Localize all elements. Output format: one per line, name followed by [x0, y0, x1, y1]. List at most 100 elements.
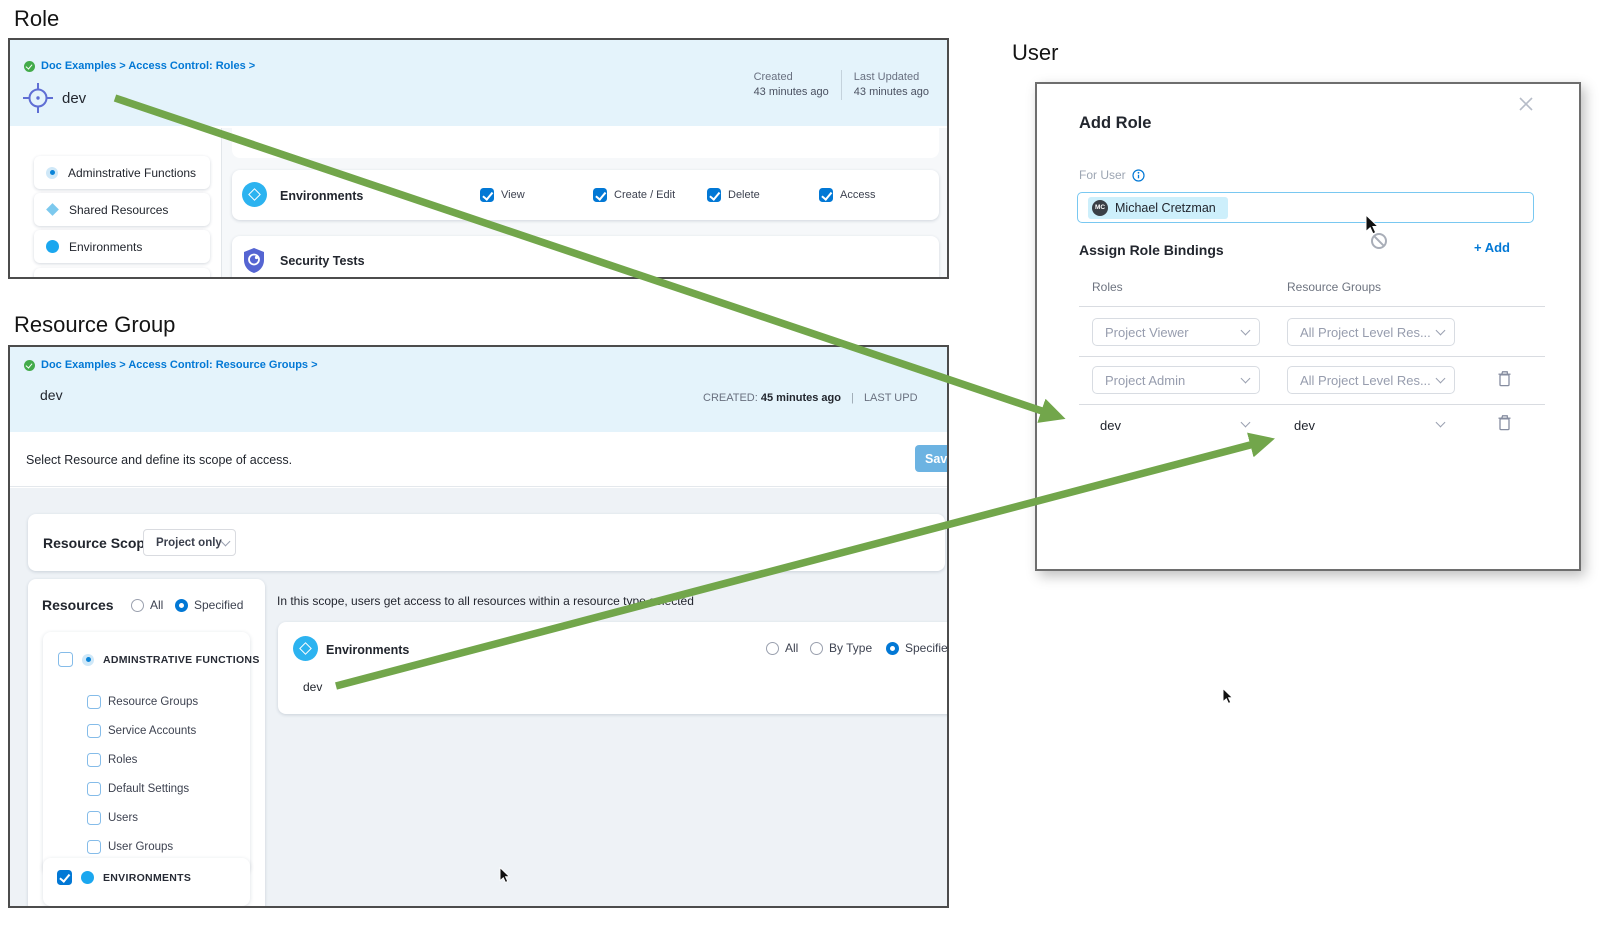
- resource-scope-dropdown[interactable]: Project only: [143, 529, 236, 556]
- sidebar-item-environments[interactable]: Environments: [34, 230, 210, 263]
- role-title: dev: [62, 90, 87, 107]
- role-section-title: Role: [14, 6, 60, 31]
- scope-radio-by-type[interactable]: By Type: [810, 641, 872, 655]
- for-user-row: For User: [1079, 168, 1145, 182]
- role-dropdown-value: Project Admin: [1105, 372, 1186, 388]
- resource-group-dropdown-value: All Project Level Res...: [1300, 372, 1431, 388]
- checkbox-label: View: [501, 189, 525, 201]
- close-button[interactable]: [1515, 94, 1537, 116]
- group-label: ENVIRONMENTS: [103, 871, 192, 884]
- radio-label: All: [785, 641, 799, 655]
- access-checkbox[interactable]: Access: [819, 188, 875, 202]
- role-panel-header: Doc Examples > Access Control: Roles > d…: [10, 40, 947, 126]
- environments-icon: [242, 182, 267, 207]
- save-button[interactable]: Sav: [915, 445, 947, 472]
- group-label: ADMINSTRATIVE FUNCTIONS: [103, 653, 260, 666]
- resource-group-title: dev: [40, 387, 63, 403]
- resources-radio-specified[interactable]: Specified: [175, 598, 243, 612]
- checkbox-label: Service Accounts: [108, 725, 197, 737]
- checkbox-label: Roles: [108, 754, 138, 766]
- radio-label: Specified: [194, 598, 244, 612]
- add-role-modal: Add Role For User MC Michael Cretzman As…: [1035, 82, 1581, 571]
- checkbox-label: Users: [108, 812, 139, 824]
- resource-group-meta: CREATED: 45 minutes ago | LAST UPD: [703, 392, 918, 404]
- checkbox-unchecked-icon: [87, 840, 101, 854]
- user-chip[interactable]: MC Michael Cretzman: [1088, 196, 1228, 219]
- checkbox-unchecked-icon: [58, 652, 73, 667]
- resources-radio-all[interactable]: All: [131, 598, 163, 612]
- resource-group-panel-header: Doc Examples > Access Control: Resource …: [10, 347, 947, 432]
- resource-group-dropdown-1[interactable]: All Project Level Res...: [1287, 318, 1455, 346]
- user-chip-name: Michael Cretzman: [1115, 200, 1216, 215]
- resource-group-breadcrumb[interactable]: Doc Examples > Access Control: Resource …: [24, 359, 318, 371]
- environments-row-label: Environments: [280, 189, 364, 203]
- sidebar-item-shared-resources[interactable]: Shared Resources: [34, 193, 210, 226]
- checkbox-unchecked-icon: [87, 695, 101, 709]
- info-icon: [1132, 168, 1145, 182]
- create-edit-checkbox[interactable]: Create / Edit: [593, 188, 675, 202]
- role-breadcrumb-text[interactable]: Doc Examples > Access Control: Roles >: [41, 60, 256, 72]
- user-section-title: User: [1012, 40, 1059, 65]
- delete-checkbox[interactable]: Delete: [707, 188, 760, 202]
- radio-label: By Type: [829, 641, 873, 655]
- checkbox-label: Create / Edit: [614, 189, 676, 201]
- chevron-down-icon: [1240, 373, 1251, 384]
- resource-group-dropdown-value: All Project Level Res...: [1300, 324, 1431, 340]
- environments-group-checkbox[interactable]: ENVIRONMENTS: [57, 870, 191, 885]
- sidebar-item-label: Adminstrative Functions: [68, 165, 197, 180]
- role-breadcrumb[interactable]: Doc Examples > Access Control: Roles >: [24, 60, 255, 72]
- radio-unselected-icon: [766, 641, 779, 655]
- environments-permission-row: Environments View Create / Edit Delete A…: [232, 170, 939, 220]
- chevron-down-icon: [1240, 325, 1251, 336]
- service-accounts-checkbox[interactable]: Service Accounts: [87, 724, 196, 738]
- administrative-functions-group-card: ADMINSTRATIVE FUNCTIONS Resource Groups …: [43, 632, 259, 874]
- resources-card: Resources All Specified ADMINSTRATIVE FU…: [28, 579, 265, 906]
- row-divider: [1079, 306, 1545, 307]
- created-label: CREATED:: [703, 392, 758, 404]
- scope-description: In this scope, users get access to all r…: [277, 594, 694, 608]
- row-divider: [1079, 404, 1545, 405]
- sidebar-item-partial[interactable]: [34, 268, 210, 277]
- chevron-down-icon[interactable]: [1435, 417, 1446, 428]
- roles-checkbox[interactable]: Roles: [87, 753, 137, 767]
- project-status-icon: [24, 60, 35, 72]
- view-checkbox[interactable]: View: [480, 188, 525, 202]
- resource-group-section-title: Resource Group: [14, 312, 176, 337]
- chevron-down-icon: [1435, 373, 1446, 384]
- administrative-functions-icon: [46, 166, 58, 179]
- user-groups-checkbox[interactable]: User Groups: [87, 840, 173, 854]
- role-dev-value[interactable]: dev: [1100, 418, 1121, 433]
- row-divider: [1079, 356, 1545, 357]
- avatar: MC: [1092, 199, 1108, 216]
- trash-icon: [1498, 415, 1510, 431]
- role-meta: Created 43 minutes ago Last Updated 43 m…: [742, 70, 941, 100]
- resource-group-dev-value[interactable]: dev: [1294, 418, 1315, 433]
- last-updated-label: Last Updated: [853, 71, 920, 83]
- resource-group-dropdown-2[interactable]: All Project Level Res...: [1287, 366, 1455, 394]
- delete-binding-button[interactable]: [1495, 370, 1513, 390]
- checkbox-label: Resource Groups: [108, 696, 199, 708]
- role-dropdown-2[interactable]: Project Admin: [1092, 366, 1260, 394]
- role-dropdown-value: Project Viewer: [1105, 324, 1189, 340]
- administrative-functions-checkbox[interactable]: ADMINSTRATIVE FUNCTIONS: [58, 652, 260, 667]
- scope-instruction: Select Resource and define its scope of …: [26, 453, 293, 467]
- checkbox-label: User Groups: [108, 841, 174, 853]
- default-settings-checkbox[interactable]: Default Settings: [87, 782, 189, 796]
- resource-group-panel: Doc Examples > Access Control: Resource …: [8, 345, 949, 908]
- add-binding-button[interactable]: + Add: [1474, 240, 1510, 255]
- role-dropdown-1[interactable]: Project Viewer: [1092, 318, 1260, 346]
- scope-radio-all[interactable]: All: [766, 641, 798, 655]
- permission-row-partial: [232, 126, 939, 158]
- sidebar-item-administrative-functions[interactable]: Adminstrative Functions: [34, 156, 210, 189]
- resource-scope-value: Project only: [156, 536, 222, 549]
- checkbox-checked-icon: [707, 188, 721, 202]
- scope-radio-specified[interactable]: Specified: [886, 641, 947, 655]
- created-value: 45 minutes ago: [760, 392, 841, 404]
- delete-binding-button[interactable]: [1495, 414, 1513, 434]
- resource-group-breadcrumb-text[interactable]: Doc Examples > Access Control: Resource …: [41, 359, 318, 371]
- chevron-down-icon[interactable]: [1240, 417, 1251, 428]
- resource-groups-checkbox[interactable]: Resource Groups: [87, 695, 198, 709]
- created-meta: Created 43 minutes ago: [742, 70, 841, 100]
- user-input[interactable]: MC Michael Cretzman: [1077, 192, 1534, 223]
- users-checkbox[interactable]: Users: [87, 811, 138, 825]
